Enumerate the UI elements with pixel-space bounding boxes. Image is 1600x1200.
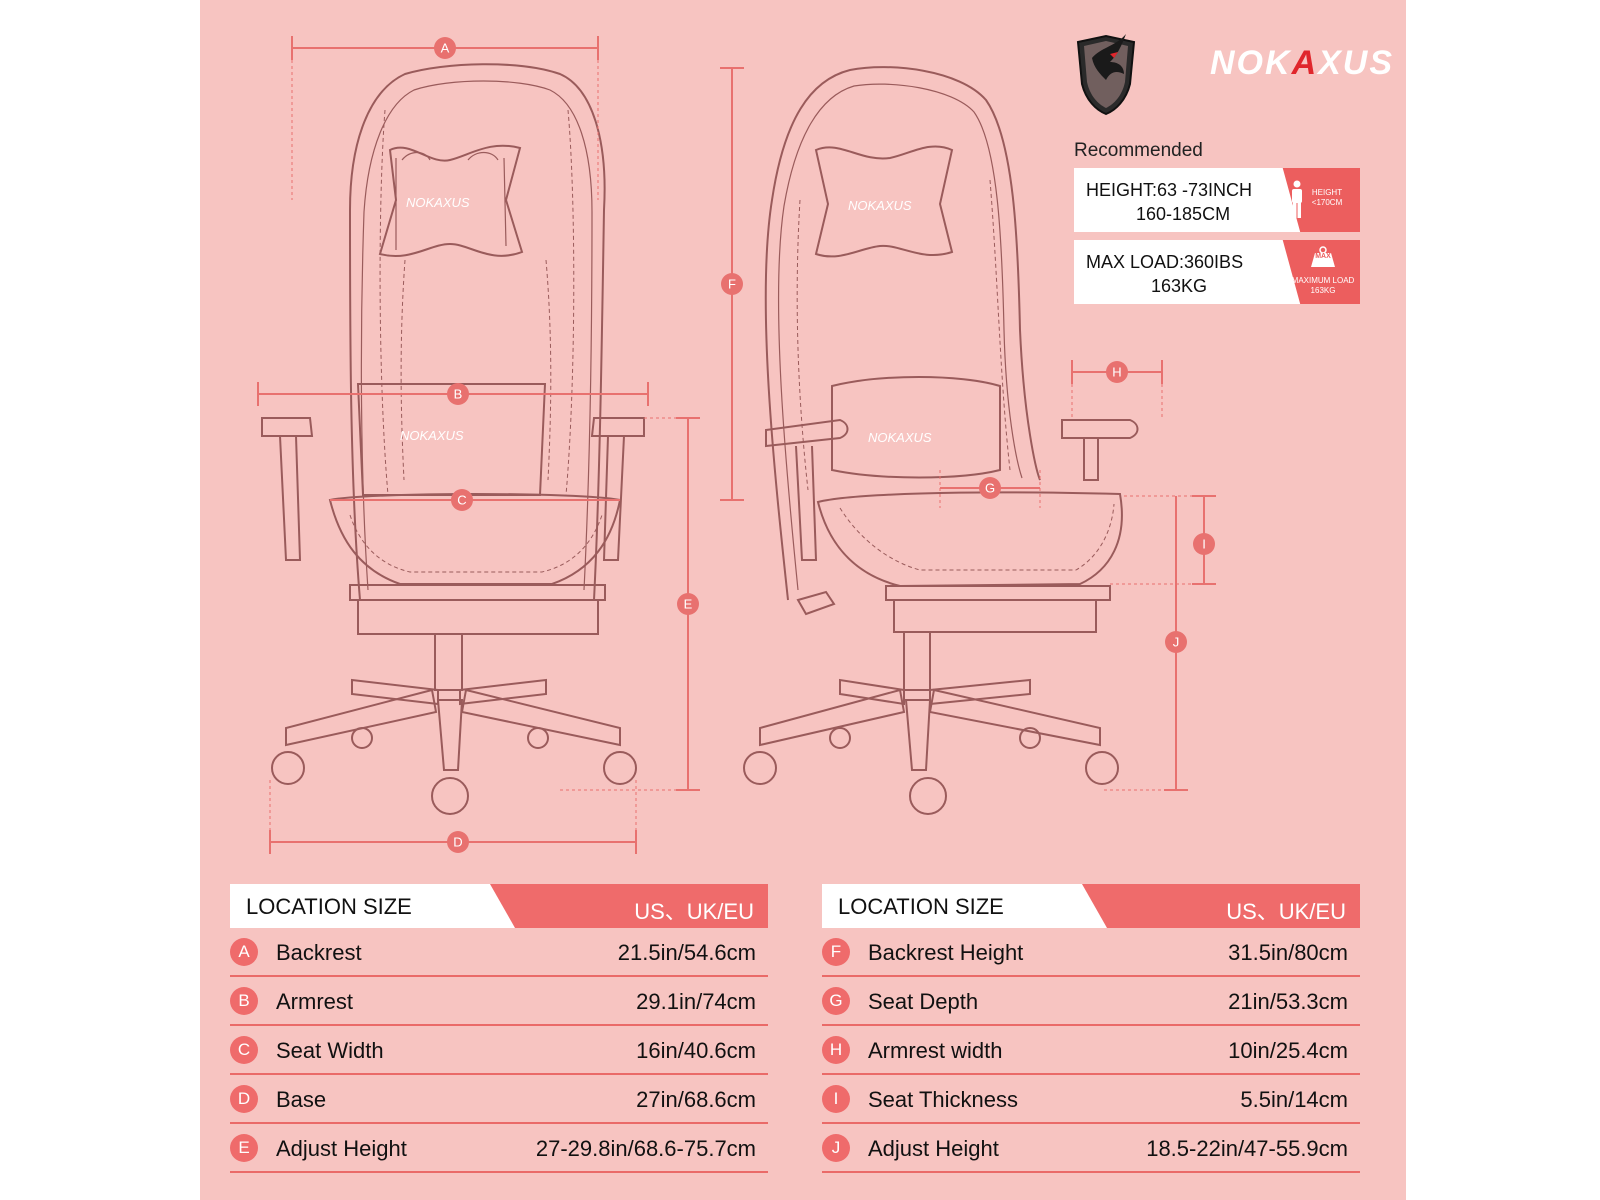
row-value: 16in/40.6cm: [636, 1038, 756, 1063]
dimension-markers: A B C D E F G H I J: [434, 37, 1215, 853]
load-badge-text: MAXIMUM LOAD 163KG: [1291, 276, 1355, 295]
table-header-label: LOCATION SIZE: [838, 894, 1004, 919]
row-value: 18.5-22in/47-55.9cm: [1146, 1136, 1348, 1161]
svg-text:F: F: [728, 277, 736, 292]
brand-logo: NOKAXUS: [1070, 28, 1392, 118]
row-value: 5.5in/14cm: [1240, 1087, 1348, 1112]
row-key-badge: D: [230, 1085, 258, 1113]
marker-d: D: [447, 831, 469, 853]
table-header-redbar: [1082, 884, 1360, 928]
table-header-standard: US、UK/EU: [634, 899, 754, 924]
size-table-right: LOCATION SIZE US、UK/EU F Backrest Height 3…: [822, 884, 1360, 1173]
marker-j: J: [1165, 631, 1187, 653]
svg-text:C: C: [457, 493, 466, 508]
svg-text:J: J: [1173, 635, 1180, 650]
lumbar-logo-text: NOKAXUS: [400, 428, 464, 443]
weight-icon: [1311, 246, 1335, 267]
row-name: Armrest width: [868, 1038, 1003, 1063]
table-row: I Seat Thickness 5.5in/14cm: [822, 1076, 1360, 1124]
side-headrest-logo-text: NOKAXUS: [848, 198, 912, 213]
table-row: B Armrest 29.1in/74cm: [230, 978, 768, 1026]
load-recommendation-text: MAX LOAD:360IBS 163KG: [1086, 252, 1244, 296]
table-header-redbar: [490, 884, 768, 928]
row-value: 10in/25.4cm: [1228, 1038, 1348, 1063]
row-value: 31.5in/80cm: [1228, 940, 1348, 965]
row-key-badge: J: [822, 1134, 850, 1162]
table-row: D Base 27in/68.6cm: [230, 1076, 768, 1124]
dimension-lines: [257, 36, 1216, 854]
row-name: Base: [276, 1087, 327, 1112]
svg-text:A: A: [441, 41, 450, 56]
row-name: Adjust Height: [276, 1136, 407, 1161]
svg-text:I: I: [1202, 537, 1206, 552]
side-chair-drawing: NOKAXUS NOKAXUS: [743, 66, 1139, 815]
row-name: Backrest: [276, 940, 362, 965]
table-row: C Seat Width 16in/40.6cm: [230, 1027, 768, 1075]
row-name: Backrest Height: [868, 940, 1024, 965]
table-row: E Adjust Height 27-29.8in/68.6-75.7cm: [230, 1125, 768, 1173]
table-header-standard: US、UK/EU: [1226, 899, 1346, 924]
height-recommendation: HEIGHT:63 -73INCH 160-185CM HEIGHT <170C…: [1074, 168, 1360, 232]
row-name: Armrest: [276, 989, 353, 1014]
headrest-logo-text: NOKAXUS: [406, 195, 470, 210]
table-row: H Armrest width 10in/25.4cm: [822, 1027, 1360, 1075]
row-key-badge: C: [230, 1036, 258, 1064]
row-key-badge: H: [822, 1036, 850, 1064]
marker-e: E: [677, 593, 699, 615]
row-key-badge: A: [230, 938, 258, 966]
row-name: Seat Width: [276, 1038, 384, 1063]
marker-g: G: [979, 477, 1001, 499]
row-key-badge: E: [230, 1134, 258, 1162]
eagle-shield-icon: [1076, 34, 1136, 116]
marker-b: B: [447, 383, 469, 405]
brand-wordmark: NOKAXUS: [1210, 44, 1395, 82]
svg-text:G: G: [985, 481, 995, 496]
row-name: Adjust Height: [868, 1136, 999, 1161]
row-key-badge: B: [230, 987, 258, 1015]
marker-i: I: [1193, 533, 1215, 555]
table-row: F Backrest Height 31.5in/80cm: [822, 929, 1360, 977]
row-key-badge: G: [822, 987, 850, 1015]
size-table-left: LOCATION SIZE US、UK/EU A Backrest 21.5in/5…: [230, 884, 768, 1173]
person-icon: [1292, 180, 1302, 218]
marker-f: F: [721, 273, 743, 295]
row-value: 27-29.8in/68.6-75.7cm: [535, 1136, 756, 1161]
table-row: J Adjust Height 18.5-22in/47-55.9cm: [822, 1125, 1360, 1173]
table-header-label: LOCATION SIZE: [246, 894, 412, 919]
load-recommendation: MAX LOAD:360IBS 163KG MAX MAXIMUM LOAD 1…: [1074, 240, 1360, 304]
row-key-badge: F: [822, 938, 850, 966]
svg-text:B: B: [454, 387, 463, 402]
height-recommendation-text: HEIGHT:63 -73INCH 160-185CM: [1086, 180, 1253, 224]
table-header: LOCATION SIZE US、UK/EU: [230, 884, 768, 928]
row-value: 21in/53.3cm: [1228, 989, 1348, 1014]
height-badge-text: HEIGHT <170CM: [1311, 188, 1343, 207]
row-name: Seat Thickness: [868, 1087, 1019, 1112]
svg-text:E: E: [684, 597, 693, 612]
table-row: G Seat Depth 21in/53.3cm: [822, 978, 1360, 1026]
recommended-title: Recommended: [1074, 140, 1203, 161]
front-chair-drawing: NOKAXUS NOKAXUS: [261, 63, 645, 815]
row-value: 27in/68.6cm: [636, 1087, 756, 1112]
table-header: LOCATION SIZE US、UK/EU: [822, 884, 1360, 928]
side-lumbar-logo-text: NOKAXUS: [868, 430, 932, 445]
load-badge-max: MAX: [1315, 253, 1331, 260]
marker-c: C: [451, 489, 473, 511]
chair-dimension-diagram: NOKAXUS NOKAXUS: [257, 36, 1216, 854]
row-name: Seat Depth: [868, 989, 979, 1014]
row-value: 21.5in/54.6cm: [617, 940, 756, 965]
marker-h: H: [1106, 361, 1128, 383]
row-value: 29.1in/74cm: [636, 989, 756, 1014]
row-key-badge: I: [822, 1085, 850, 1113]
table-row: A Backrest 21.5in/54.6cm: [230, 929, 768, 977]
svg-text:H: H: [1112, 365, 1121, 380]
product-panel: NOKAXUS NOKAXUS: [200, 0, 1406, 1200]
svg-text:D: D: [453, 835, 462, 850]
marker-a: A: [434, 37, 456, 59]
